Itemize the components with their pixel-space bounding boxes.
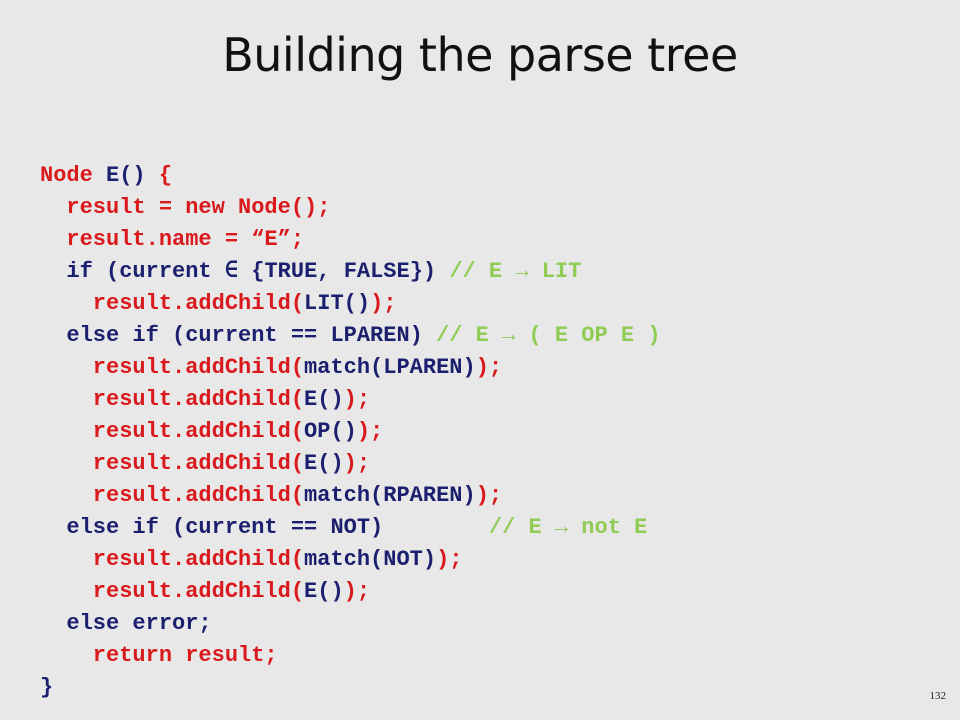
code-token: } bbox=[40, 675, 54, 700]
code-comment: // E → LIT bbox=[449, 259, 582, 284]
code-token: result.addChild( bbox=[40, 419, 305, 444]
code-token: ); bbox=[436, 547, 463, 572]
code-token: result.addChild( bbox=[40, 387, 305, 412]
code-token: E() bbox=[106, 163, 159, 188]
code-line: result.addChild(E()); bbox=[40, 576, 661, 608]
code-token: match(LPAREN) bbox=[304, 355, 476, 380]
code-token: result = new Node(); bbox=[40, 195, 331, 220]
code-token: ); bbox=[343, 451, 371, 476]
code-line: result = new Node(); bbox=[40, 192, 661, 224]
code-line: Node E() { bbox=[40, 160, 661, 192]
code-token: ); bbox=[343, 579, 371, 604]
code-token: result.addChild( bbox=[40, 451, 305, 476]
code-token: ); bbox=[370, 291, 397, 316]
code-token: result.addChild( bbox=[40, 355, 305, 380]
code-token: result.addChild( bbox=[40, 483, 305, 508]
code-token: E() bbox=[304, 579, 344, 604]
code-token: if (current ∈ {TRUE, FALSE}) bbox=[40, 259, 450, 284]
code-token: result.addChild( bbox=[40, 291, 305, 316]
code-token: E() bbox=[304, 387, 344, 412]
code-line: } bbox=[40, 672, 661, 704]
code-token: else if (current == LPAREN) bbox=[40, 323, 437, 348]
code-comment: // E → not E bbox=[488, 515, 648, 540]
code-line: result.addChild(LIT()); bbox=[40, 288, 661, 320]
code-line: result.addChild(E()); bbox=[40, 448, 661, 480]
code-token: ); bbox=[356, 419, 384, 444]
code-token: else error; bbox=[40, 611, 212, 636]
page-number: 132 bbox=[929, 690, 947, 702]
code-token: match(NOT) bbox=[304, 547, 437, 572]
code-line: result.name = “E”; bbox=[40, 224, 661, 256]
code-line: result.addChild(OP()); bbox=[40, 416, 661, 448]
code-line: result.addChild(match(LPAREN)); bbox=[40, 352, 661, 384]
code-token: ); bbox=[475, 483, 503, 508]
slide-title: Building the parse tree bbox=[222, 28, 738, 82]
code-comment: // E → ( E OP E ) bbox=[436, 323, 661, 348]
code-token: result.addChild( bbox=[40, 547, 305, 572]
code-line: else if (current == NOT) // E → not E bbox=[40, 512, 661, 544]
code-line: if (current ∈ {TRUE, FALSE}) // E → LIT bbox=[40, 256, 661, 288]
code-line: result.addChild(match(NOT)); bbox=[40, 544, 661, 576]
code-line: else error; bbox=[40, 608, 661, 640]
code-block: Node E() { result = new Node(); result.n… bbox=[40, 160, 661, 704]
code-line: return result; bbox=[40, 640, 661, 672]
code-token: Node bbox=[40, 163, 107, 188]
code-token: LIT() bbox=[304, 291, 371, 316]
code-token: OP() bbox=[304, 419, 357, 444]
code-line: else if (current == LPAREN) // E → ( E O… bbox=[40, 320, 661, 352]
code-token: return result; bbox=[40, 643, 278, 668]
code-line: result.addChild(E()); bbox=[40, 384, 661, 416]
code-token: E() bbox=[304, 451, 344, 476]
code-token: { bbox=[158, 163, 173, 188]
code-token: result.name = “E”; bbox=[40, 227, 305, 252]
code-token: else if (current == NOT) bbox=[40, 515, 489, 540]
code-token: ); bbox=[343, 387, 371, 412]
code-line: result.addChild(match(RPAREN)); bbox=[40, 480, 661, 512]
code-token: ); bbox=[475, 355, 503, 380]
code-token: match(RPAREN) bbox=[304, 483, 476, 508]
code-token: result.addChild( bbox=[40, 579, 305, 604]
